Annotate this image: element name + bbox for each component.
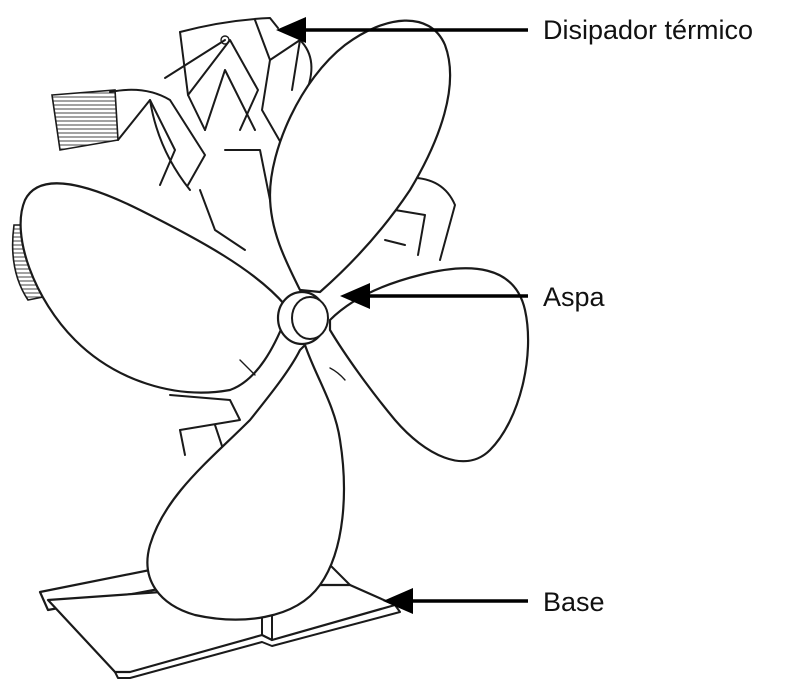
- label-base: Base: [543, 587, 605, 617]
- arrow-heatsink: [276, 17, 528, 43]
- blade-left: [19, 182, 287, 394]
- blade-bottom: [146, 343, 346, 621]
- arrow-blade: [340, 283, 528, 309]
- fan-hub: [276, 290, 329, 346]
- arrow-base: [383, 588, 528, 614]
- blade-right: [328, 267, 530, 463]
- blade-top: [268, 19, 452, 294]
- base: [38, 563, 401, 679]
- label-blade: Aspa: [543, 282, 606, 312]
- motor-cylinder: [51, 89, 119, 151]
- label-heatsink: Disipador térmico: [543, 15, 753, 45]
- fan-blades: [19, 19, 530, 621]
